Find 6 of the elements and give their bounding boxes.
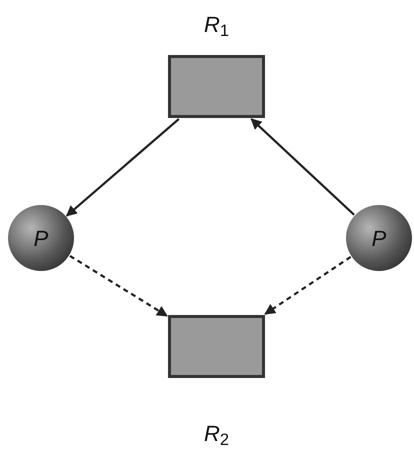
arrow: [66, 118, 180, 217]
resource-label: R$_{2}$: [202, 423, 230, 445]
arrow: [69, 254, 168, 317]
resource-label: R$_{1}$: [202, 14, 230, 36]
arrow: [264, 256, 352, 315]
arrow: [250, 118, 355, 216]
